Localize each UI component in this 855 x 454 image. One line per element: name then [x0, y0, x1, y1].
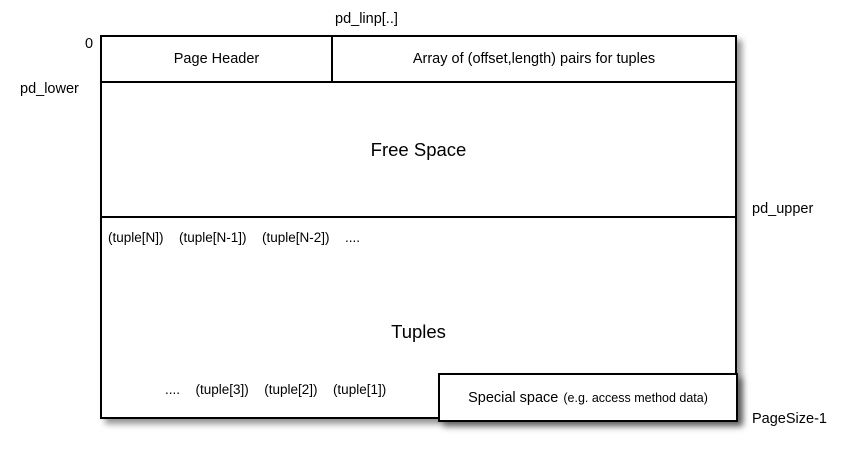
- line-pointer-array-label: Array of (offset,length) pairs for tuple…: [412, 51, 656, 67]
- page-rectangle: Page Header Array of (offset,length) pai…: [100, 35, 737, 419]
- band-page-header: Page Header: [102, 37, 331, 81]
- tuple-item: (tuple[2]): [264, 382, 318, 397]
- divider-pd-lower: [102, 81, 735, 83]
- band-tuples: (tuple[N]) (tuple[N-1]) (tuple[N-2]) ...…: [102, 218, 735, 417]
- tuple-item: (tuple[1]): [332, 382, 387, 397]
- label-pd-lower: pd_lower: [20, 81, 79, 97]
- tuple-item: (tuple[N-2]): [261, 230, 330, 245]
- label-pd-linp: pd_linp[..]: [335, 11, 398, 27]
- tuple-item: (tuple[3]): [195, 382, 249, 397]
- label-offset-zero: 0: [85, 36, 94, 52]
- page-header-label: Page Header: [173, 51, 260, 67]
- label-page-size-end: PageSize-1: [752, 411, 827, 427]
- tuple-item: (tuple[N-1]): [178, 230, 247, 245]
- divider-pd-upper: [102, 216, 735, 218]
- tuple-row-bottom: .... (tuple[3]) (tuple[2]) (tuple[1]): [165, 381, 386, 399]
- special-space-box: Special space (e.g. access method data): [438, 373, 738, 422]
- tuples-title: Tuples: [102, 321, 735, 343]
- band-line-pointer-array: Array of (offset,length) pairs for tuple…: [333, 37, 735, 81]
- tuple-row-top: (tuple[N]) (tuple[N-1]) (tuple[N-2]) ...…: [108, 229, 360, 247]
- special-space-label: Special space: [468, 389, 559, 406]
- tuples-label: Tuples: [391, 321, 446, 342]
- tuple-ellipsis: ....: [165, 382, 181, 397]
- label-pd-upper: pd_upper: [752, 201, 814, 217]
- band-free-space: Free Space: [102, 83, 735, 216]
- free-space-label: Free Space: [370, 138, 467, 160]
- divider-header-linp: [331, 37, 333, 81]
- tuple-ellipsis: ....: [344, 230, 360, 245]
- tuple-item: (tuple[N]): [108, 230, 164, 245]
- special-space-inner: Special space (e.g. access method data): [468, 390, 708, 406]
- special-space-note: (e.g. access method data): [563, 390, 708, 405]
